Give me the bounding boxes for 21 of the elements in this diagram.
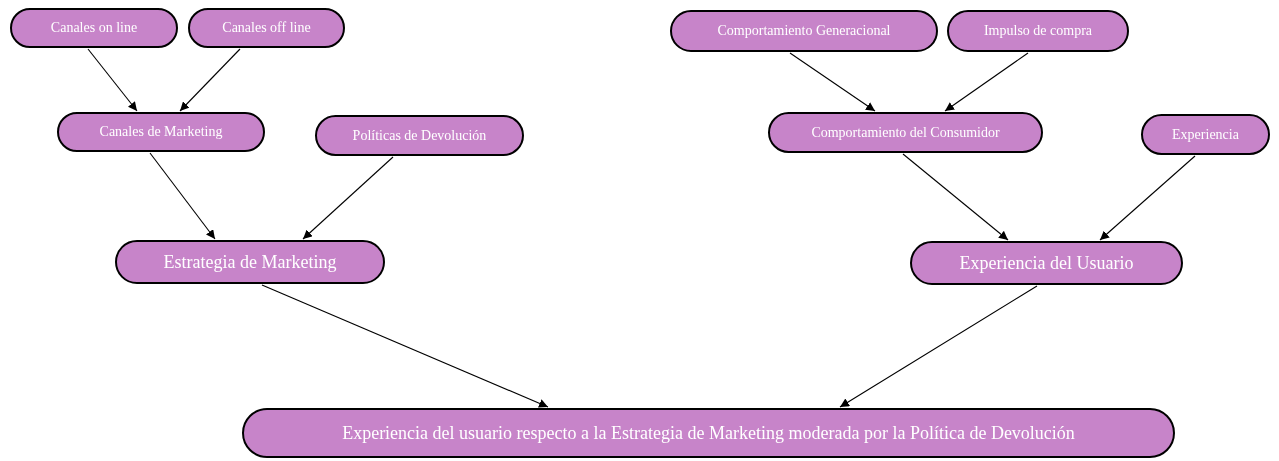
rounded-node-box: Canales off line (188, 8, 345, 48)
rounded-node-box: Comportamiento del Consumidor (768, 112, 1043, 153)
rounded-node-box: Impulso de compra (947, 10, 1129, 52)
arrow (789, 52, 876, 112)
rounded-node-box: Canales de Marketing (57, 112, 265, 152)
arrow (1099, 155, 1196, 241)
rounded-node-box: Estrategia de Marketing (115, 240, 385, 284)
arrow (179, 48, 241, 112)
rounded-node-box: Canales on line (10, 8, 178, 48)
arrow (944, 52, 1029, 112)
rounded-node-box: Experiencia del Usuario (910, 241, 1183, 285)
rounded-node-box: Experiencia (1141, 114, 1270, 155)
arrow (261, 284, 549, 408)
rounded-node-box: Políticas de Devolución (315, 115, 524, 156)
arrow (149, 152, 216, 240)
arrow (87, 48, 138, 112)
arrow (839, 285, 1038, 408)
arrow (902, 153, 1009, 241)
rounded-node-box: Experiencia del usuario respecto a la Estrategia de Marketing moderada por la Política de Devolución (242, 408, 1175, 458)
rounded-node-box: Comportamiento Generacional (670, 10, 938, 52)
arrow (302, 156, 394, 240)
